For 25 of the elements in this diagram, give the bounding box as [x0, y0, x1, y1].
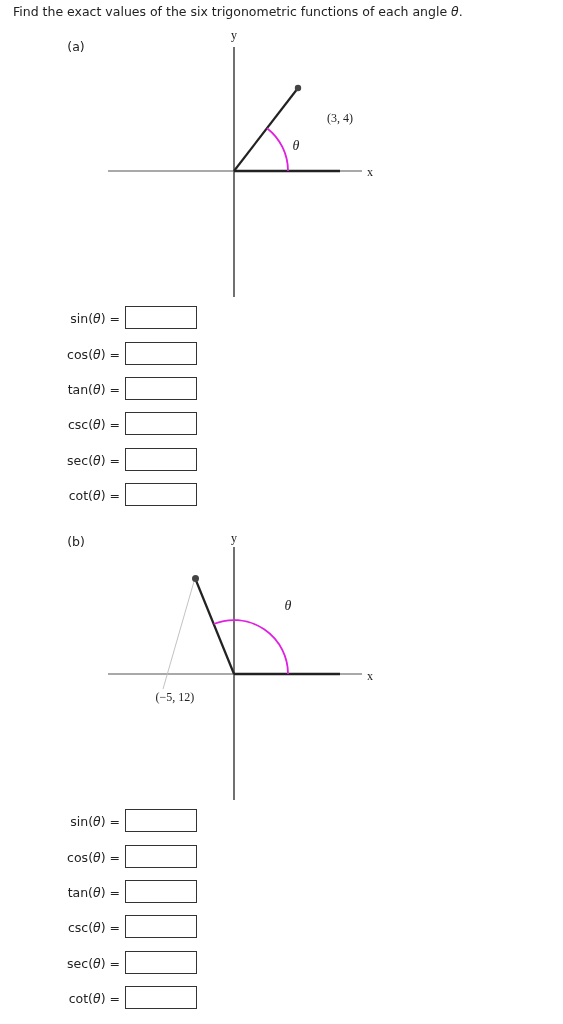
point-marker	[191, 574, 199, 582]
axis-label: x	[367, 668, 373, 684]
leader-line	[162, 580, 195, 690]
function-label: sec(θ) =	[67, 955, 120, 971]
axis-label: y	[231, 27, 237, 43]
part-label: (b)	[67, 533, 85, 549]
function-label: sec(θ) =	[67, 452, 120, 468]
function-label: sin(θ) =	[70, 813, 120, 829]
axis-label: x	[367, 164, 373, 180]
angle-label: θ	[284, 598, 292, 614]
function-label: cos(θ) =	[67, 849, 120, 865]
function-label: csc(θ) =	[67, 919, 120, 935]
instruction-text: Find the exact values of the six trigonometric functions of each angle θ.	[13, 4, 463, 19]
axis-label: y	[231, 530, 237, 546]
function-label: cot(θ) =	[68, 990, 120, 1006]
angle-label: θ	[292, 138, 300, 154]
function-label: cot(θ) =	[68, 487, 120, 503]
function-label: csc(θ) =	[67, 416, 120, 432]
function-label: cos(θ) =	[67, 346, 120, 362]
point-label: (−5, 12)	[150, 689, 200, 705]
function-label: tan(θ) =	[67, 381, 120, 397]
function-label: sin(θ) =	[70, 310, 120, 326]
point-label: (3, 4)	[327, 110, 353, 126]
part-label: (a)	[67, 38, 85, 54]
function-label: tan(θ) =	[67, 884, 120, 900]
